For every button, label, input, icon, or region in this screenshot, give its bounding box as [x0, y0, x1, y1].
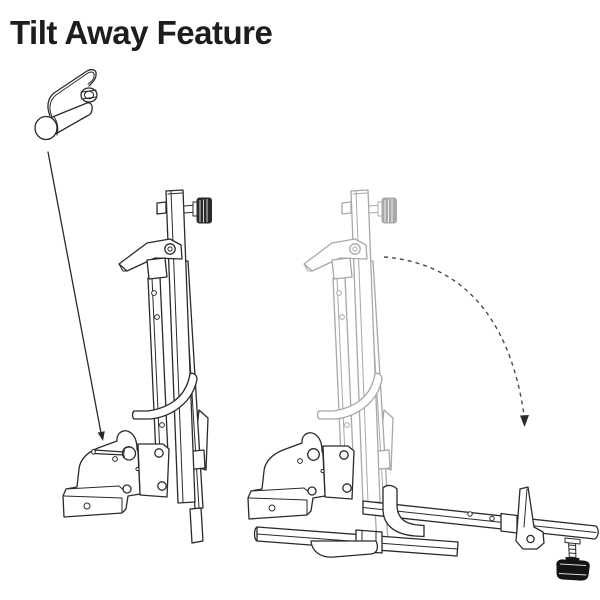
rack-upright-drawing [62, 189, 213, 544]
hitch-pin-drawing [34, 68, 98, 141]
pin-location-arrow [47, 151, 105, 441]
rack-tilted-drawing [247, 432, 599, 581]
tilt-motion-arrow [383, 256, 529, 427]
page-title: Tilt Away Feature [10, 14, 273, 51]
